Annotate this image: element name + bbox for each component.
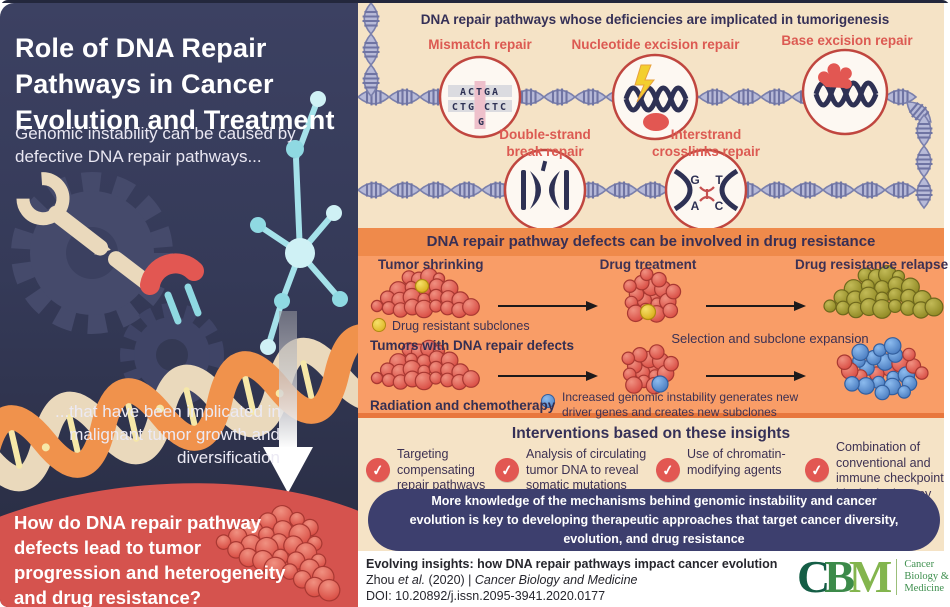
page-title: Role of DNA Repair Pathways in Cancer Ev… — [15, 33, 335, 135]
molecule-icon — [250, 91, 348, 355]
yellow-legend-dot — [372, 318, 386, 332]
logo-caption: Cancer Biology & Medicine — [896, 559, 949, 595]
drug-section-title: DNA repair pathway defects can be involv… — [426, 233, 876, 250]
tumor-cluster-icon — [621, 344, 679, 395]
tumor-cluster-icon — [215, 505, 341, 602]
double-strand-break-icon — [503, 148, 587, 228]
stage-drug-resistance-relapse: Drug resistance relapse — [795, 257, 949, 272]
label-base-excision: Base excision repair — [781, 33, 913, 48]
svg-text:ACTGA: ACTGA — [460, 87, 500, 98]
wrench-icon — [16, 172, 158, 293]
svg-text:G: G — [478, 117, 484, 128]
legend-drug-resistant-subclones: Drug resistant subclones — [392, 319, 530, 333]
top-border — [0, 0, 950, 3]
label-double-strand-break: Double-strand break repair — [499, 127, 591, 159]
blue-legend-dot — [541, 394, 555, 408]
svg-text:A: A — [691, 199, 700, 213]
arrow-right-icon — [706, 301, 806, 311]
caption-selection-expansion: Selection and subclone expansion — [671, 331, 869, 346]
tumor-mound-icon — [370, 267, 480, 319]
stage-drug-treatment: Drug treatment — [599, 257, 697, 272]
svg-text:G: G — [690, 173, 699, 187]
dna-helix-icon — [0, 324, 358, 492]
pathways-title: DNA repair pathways whose deficiencies a… — [420, 12, 890, 27]
stage-tumor-shrinking: Tumor shrinking — [378, 257, 484, 272]
svg-text:C: C — [715, 199, 724, 213]
svg-text:T: T — [715, 173, 723, 187]
arrow-right-icon — [498, 301, 598, 311]
left-question-text: How do DNA repair pathway defects lead t… — [14, 512, 286, 607]
caption-tumors-with-defects: Tumors with DNA repair defects — [370, 338, 575, 353]
left-panel-illustration — [0, 91, 358, 607]
intervention-item: Combination of conventional and immune c… — [836, 440, 944, 501]
mixed-tumor-icon — [836, 337, 929, 401]
left-subtitle: Genomic instability can be caused by def… — [15, 124, 296, 166]
yellow-subclone-cell — [414, 278, 430, 294]
blue-subclone-cell — [651, 375, 669, 393]
legend-genomic-instability: Increased genomic instability generates … — [562, 390, 799, 419]
arrow-right-icon — [706, 371, 806, 381]
footer-citation: Zhou et al. (2020) | Cancer Biology and … — [366, 573, 638, 587]
mismatch-repair-icon: ACTGA CTG CTC G — [438, 55, 522, 139]
yellow-subclone-cell — [639, 303, 657, 321]
tumor-mound-icon — [370, 339, 480, 391]
drug-section-header — [358, 228, 944, 256]
caption-radiation-chemotherapy: Radiation and chemotherapy — [370, 398, 556, 413]
cbm-logo-icon: CBM — [797, 551, 892, 602]
arrow-down-icon — [263, 311, 313, 493]
footer-title: Evolving insights: how DNA repair pathwa… — [366, 557, 778, 571]
svg-text:CTG CTC: CTG CTC — [452, 102, 508, 113]
intervention-item: Targeting compensating repair pathways — [397, 447, 486, 492]
footer-doi: DOI: 10.20892/j.issn.2095-3941.2020.0177 — [366, 589, 606, 603]
left-implication-text: ...that have been implicated in malignan… — [55, 402, 281, 467]
olive-tumor-icon — [823, 265, 944, 319]
intervention-item: Analysis of circulating tumor DNA to rev… — [526, 447, 647, 492]
journal-logo: CBM Cancer Biology & Medicine — [797, 554, 949, 600]
drug-section-edge — [358, 413, 944, 418]
interstrand-crosslink-icon: G T A C — [664, 148, 748, 228]
footer — [358, 551, 950, 607]
intervention-item: Use of chromatin-modifying agents — [687, 447, 786, 477]
interventions-title: Interventions based on these insights — [511, 425, 791, 442]
dna-strand-art: ACTGA CTG CTC G — [358, 3, 938, 228]
tumor-evolution-art — [370, 265, 944, 401]
label-mismatch-repair: Mismatch repair — [428, 37, 532, 52]
base-excision-icon — [801, 48, 889, 136]
conclusion-banner: More knowledge of the mechanisms behind … — [368, 489, 940, 551]
label-interstrand-crosslinks: Interstrand crosslinks repair — [651, 127, 761, 159]
label-nucleotide-excision: Nucleotide excision repair — [571, 37, 740, 52]
nucleotide-excision-icon — [611, 53, 699, 141]
arrow-right-icon — [498, 371, 598, 381]
enzyme-blob-icon — [140, 253, 204, 325]
